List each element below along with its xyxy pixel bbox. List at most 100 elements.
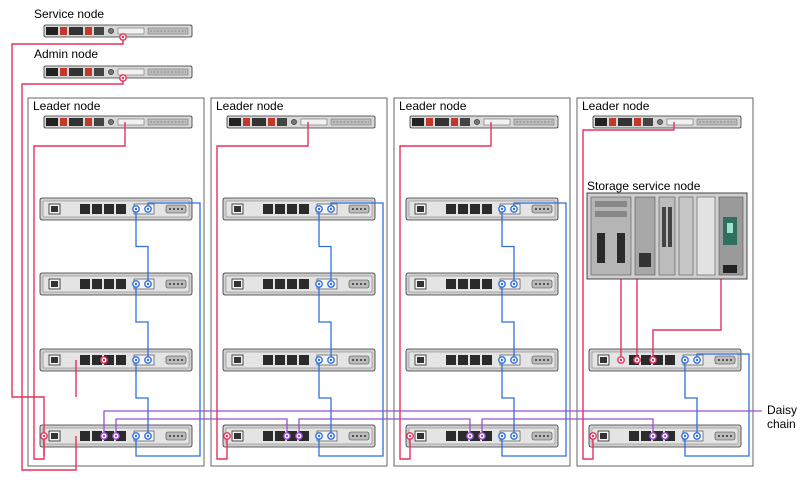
switch-port-b-3-2-core (512, 282, 516, 286)
mgmt-port-1-core (42, 434, 46, 438)
switch-3-1 (405, 197, 559, 221)
switch-link-2-3 (318, 360, 332, 436)
switch-port-b-2-3-core (329, 358, 333, 362)
daisy-chain-label-line2: chain (767, 417, 796, 431)
switch-1-1 (39, 197, 193, 221)
storage-service-node-label: Storage service node (587, 179, 701, 193)
switch-2-3 (222, 348, 376, 372)
switch-port-b-1-4-core (146, 434, 150, 438)
switch-loop-1 (135, 202, 201, 457)
leader-mgmt-link-3 (399, 122, 492, 460)
storage-port-b-core (635, 358, 639, 362)
mgmt-port-2-core (225, 434, 229, 438)
service-node-server (43, 24, 193, 38)
switch-port-b-4-1-core (695, 358, 699, 362)
mgmt-port-3-core (408, 434, 412, 438)
leader-node-label-3: Leader node (399, 99, 467, 113)
daisy-port-3-core (285, 434, 289, 438)
switch-link-2-2 (318, 284, 332, 360)
switch-port-a-1-3-core (134, 358, 138, 362)
admin-node-server (43, 65, 193, 79)
switch-port-a-2-3-core (317, 358, 321, 362)
switch-port-b-3-4-core (512, 434, 516, 438)
daisy-chain-hop-5 (481, 418, 654, 436)
storage-port-c-core (651, 358, 655, 362)
switch-port-a-1-4-core (134, 434, 138, 438)
group-frame-4 (576, 97, 754, 467)
switch-port-b-2-4-core (329, 434, 333, 438)
switch-port-a-3-4-core (500, 434, 504, 438)
management-links (11, 37, 722, 471)
leader-node-server-2 (226, 115, 376, 129)
switch-link-3-3 (501, 360, 515, 436)
admin-node-link (21, 78, 124, 471)
daisy-port-6-core (480, 434, 484, 438)
switch-port-a-3-1-core (500, 207, 504, 211)
service-node-port-core (121, 35, 125, 39)
admin-node-label: Admin node (34, 47, 98, 61)
mgmt-port-4-core (591, 434, 595, 438)
switch-loop-2 (318, 202, 384, 457)
daisy-port-7-core (651, 434, 655, 438)
switch-2-1 (222, 197, 376, 221)
daisy-port-5-core (468, 434, 472, 438)
leader-mgmt-link-2 (216, 122, 309, 460)
switch-4-1 (588, 348, 742, 372)
daisy-port-1-core (102, 434, 106, 438)
switch-port-b-3-3-core (512, 358, 516, 362)
switch-port-b-1-2-core (146, 282, 150, 286)
switch-loop-3 (501, 202, 567, 457)
leader-node-server-4 (592, 115, 742, 129)
admin-node-port-core (121, 76, 125, 80)
switch-port-a-2-4-core (317, 434, 321, 438)
service-node-label: Service node (34, 7, 104, 21)
daisy-chain-main (103, 410, 762, 436)
switch-links (135, 202, 750, 457)
switch-1-3 (39, 348, 193, 372)
switch-1-2 (39, 272, 193, 296)
switch-port-a-4-1-core (683, 358, 687, 362)
leader-node-label-2: Leader node (216, 99, 284, 113)
switch-2-2 (222, 272, 376, 296)
daisy-chain-links (103, 410, 762, 436)
switch-loop-4 (684, 353, 750, 457)
switch-link-3-2 (501, 284, 515, 360)
daisy-chain-hop-1 (115, 418, 288, 436)
service-node-link (11, 37, 124, 456)
group-frame-1 (27, 97, 205, 467)
leader-node-server-3 (409, 115, 559, 129)
switch-link-4-1 (684, 360, 698, 436)
daisy-chain-hop-3 (298, 418, 471, 436)
switch-link-1-3 (135, 360, 149, 436)
leader-node-label-4: Leader node (582, 99, 650, 113)
leader-node-server-1 (43, 115, 193, 129)
switch-port-b-2-1-core (329, 207, 333, 211)
switch-port-b-3-1-core (512, 207, 516, 211)
leader-node-label-1: Leader node (33, 99, 101, 113)
switch-port-a-1-1-core (134, 207, 138, 211)
switch-link-2-1 (318, 209, 332, 284)
group-frame-2 (210, 97, 388, 467)
storage-service-node-chassis (586, 192, 748, 280)
switch-port-a-2-2-core (317, 282, 321, 286)
switch-port-b-1-1-core (146, 207, 150, 211)
switch-port-b-2-2-core (329, 282, 333, 286)
group-frames (27, 97, 754, 467)
switch-port-a-3-2-core (500, 282, 504, 286)
switch-3-3 (405, 348, 559, 372)
daisy-port-4-core (297, 434, 301, 438)
leader-mgmt-link-4 (582, 122, 675, 460)
switch-link-1-2 (135, 284, 149, 360)
switch-port-a-4-2-core (683, 434, 687, 438)
switch-3-2 (405, 272, 559, 296)
switch-port-b-1-3-core (146, 358, 150, 362)
switch-port-a-3-3-core (500, 358, 504, 362)
switch-link-3-1 (501, 209, 515, 284)
cable-ports (40, 33, 725, 440)
storage-port-a-core (619, 358, 623, 362)
group-frame-3 (393, 97, 571, 467)
switch-port-a-2-1-core (317, 207, 321, 211)
switch-port-a-1-2-core (134, 282, 138, 286)
daisy-port-8-core (663, 434, 667, 438)
